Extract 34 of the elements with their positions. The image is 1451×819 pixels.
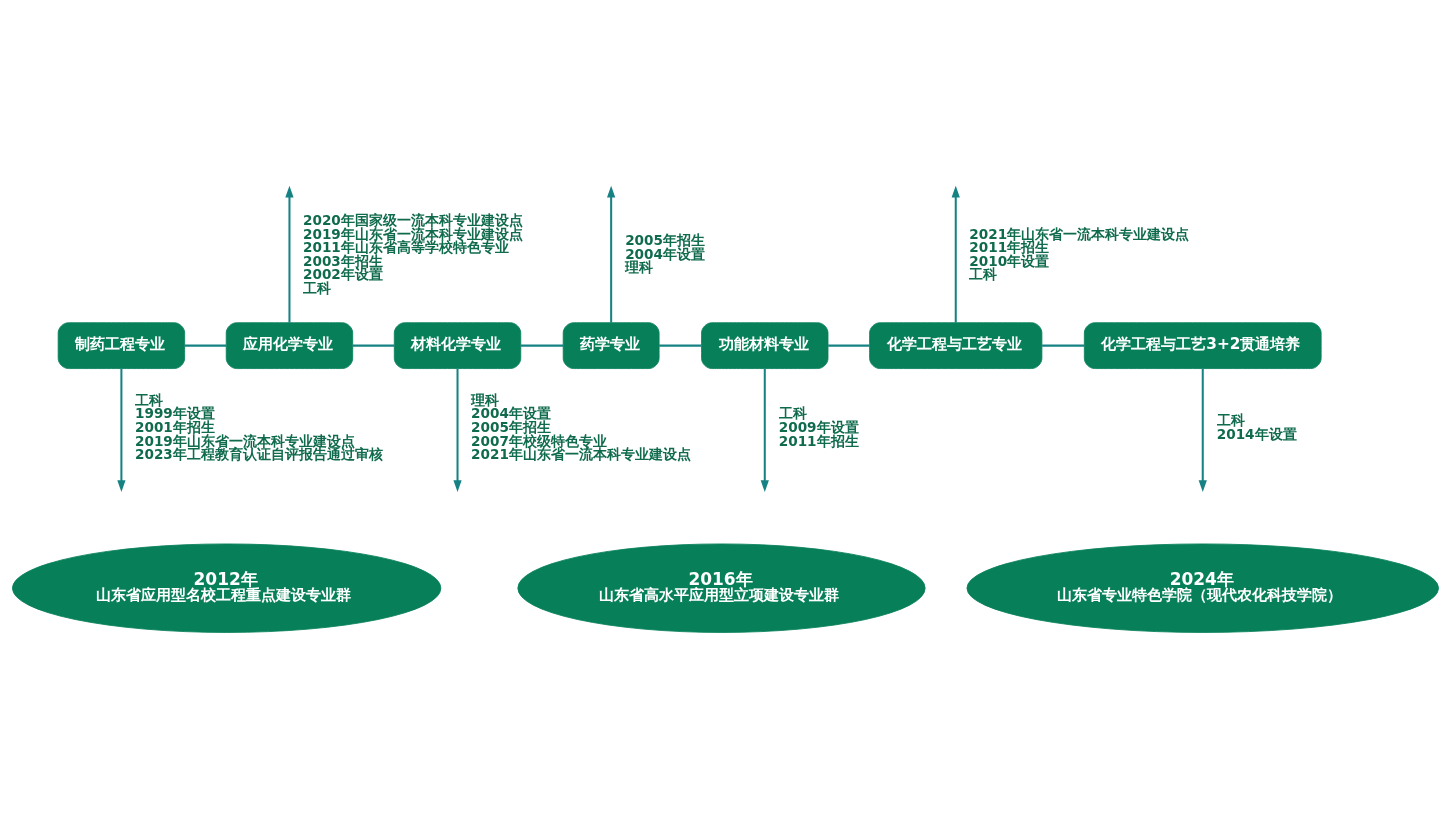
node-label: 工科 <box>134 391 163 408</box>
node-label: 2005年招生 <box>625 231 705 248</box>
connector <box>828 344 870 347</box>
arrow <box>951 185 960 323</box>
node-box: 功能材料专业 <box>701 321 829 369</box>
node-label: 工科 <box>778 404 807 421</box>
node-ellipse: 2012年 山东省应用型名校工程重点建设专业群 <box>12 543 442 633</box>
arrow <box>453 368 462 492</box>
node-box: 药学专业 <box>562 321 660 369</box>
node-box: 制药工程专业 <box>57 321 186 369</box>
connector <box>184 344 227 347</box>
connector <box>1042 344 1085 347</box>
node-box: 材料化学专业 <box>393 321 522 369</box>
arrow <box>117 368 126 492</box>
node-ellipse: 2024年 山东省专业特色学院（现代农化科技学院） <box>966 543 1439 633</box>
node-label: 理科 <box>471 391 500 408</box>
arrow <box>607 185 616 323</box>
node-box: 化学工程与工艺3+2贯通培养 <box>1083 321 1322 369</box>
node-label: 2020年国家级一流本科专业建设点 <box>303 211 523 228</box>
arrow <box>285 185 294 323</box>
node-label: 2014年设置 <box>1216 425 1297 442</box>
arrow <box>1198 368 1207 492</box>
node-label: 工科 <box>969 265 998 282</box>
connector <box>352 344 395 347</box>
node-box: 化学工程与工艺专业 <box>869 321 1043 369</box>
node-box: 应用化学专业 <box>225 321 354 369</box>
node-ellipse: 2016年 山东省高水平应用型立项建设专业群 <box>517 543 926 633</box>
connector <box>659 344 702 347</box>
node-label: 理科 <box>625 258 654 275</box>
node-label: 2021年山东省一流本科专业建设点 <box>969 225 1190 242</box>
node-label: 工科 <box>1216 411 1245 428</box>
connector <box>520 344 564 347</box>
node-label: 工科 <box>303 279 332 296</box>
arrow <box>760 368 769 492</box>
